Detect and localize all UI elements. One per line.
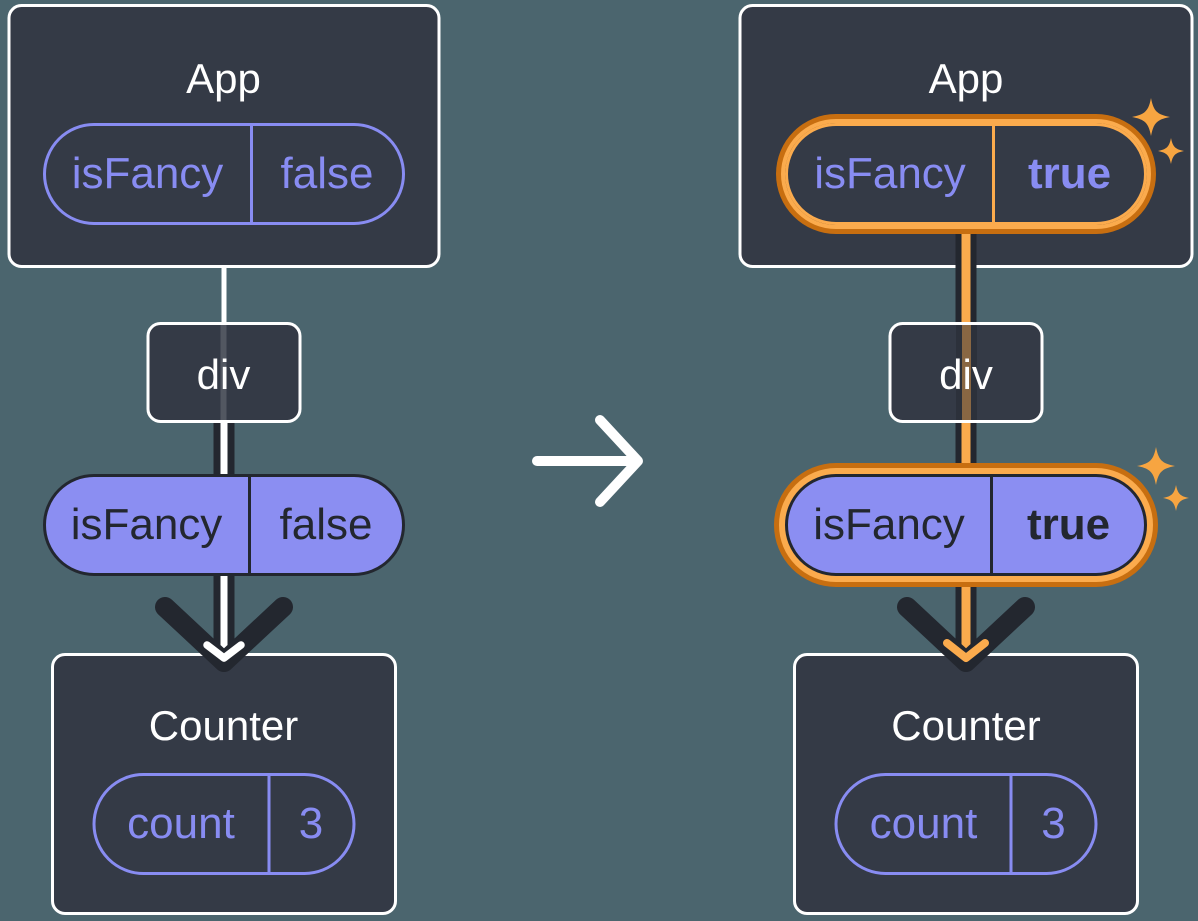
pass-through-line: [220, 325, 227, 420]
pill-divider: [249, 126, 253, 222]
passed-prop-pill-highlighted: isFancy true: [785, 474, 1147, 576]
counter-state-pill: count 3: [834, 773, 1098, 875]
prop-value: true: [1026, 500, 1111, 549]
prop-value: true: [1027, 149, 1112, 198]
pill-divider: [267, 776, 270, 872]
app-to-div-pipe-core: [961, 232, 971, 326]
counter-title: Counter: [148, 702, 299, 749]
app-title: App: [928, 55, 1004, 102]
div-node-box: div: [888, 322, 1044, 423]
prop-value: false: [279, 500, 373, 549]
prop-name: isFancy: [70, 500, 223, 549]
transition-arrow-icon: [532, 415, 643, 507]
pass-through-line: [961, 325, 971, 420]
div-node-box: div: [146, 322, 301, 423]
prop-name: isFancy: [71, 149, 224, 198]
counter-state-pill: count 3: [92, 773, 355, 875]
diagram-after: App isFancy true div isFancy true: [737, 0, 1195, 921]
pill-divider: [247, 477, 251, 573]
app-prop-pill-highlighted: isFancy true: [785, 123, 1147, 225]
sparkles-icon: [1132, 98, 1184, 164]
pill-divider: [1009, 776, 1013, 872]
state-name: count: [869, 799, 978, 848]
prop-value: false: [280, 149, 374, 198]
pill-divider: [992, 126, 995, 222]
pass-through-line-shadow: [955, 325, 977, 420]
pill-divider: [990, 477, 993, 573]
state-name: count: [127, 799, 235, 848]
arrowhead-icon: [897, 597, 1035, 672]
sparkles-icon: [1137, 447, 1189, 511]
prop-name: isFancy: [813, 500, 965, 549]
passed-prop-pill: isFancy false: [42, 474, 405, 576]
state-value: 3: [1041, 799, 1066, 848]
diagram-before: App isFancy false div isFancy false Coun…: [5, 0, 442, 921]
prop-name: isFancy: [814, 149, 966, 198]
div-label: div: [939, 351, 993, 398]
app-title: App: [186, 55, 261, 102]
app-prop-pill: isFancy false: [42, 123, 405, 225]
app-to-div-connector: [221, 266, 226, 323]
arrowhead-icon: [154, 597, 293, 672]
counter-component-box: Counter: [793, 653, 1139, 915]
counter-title: Counter: [891, 702, 1041, 749]
div-label: div: [196, 351, 251, 398]
state-value: 3: [298, 799, 324, 848]
